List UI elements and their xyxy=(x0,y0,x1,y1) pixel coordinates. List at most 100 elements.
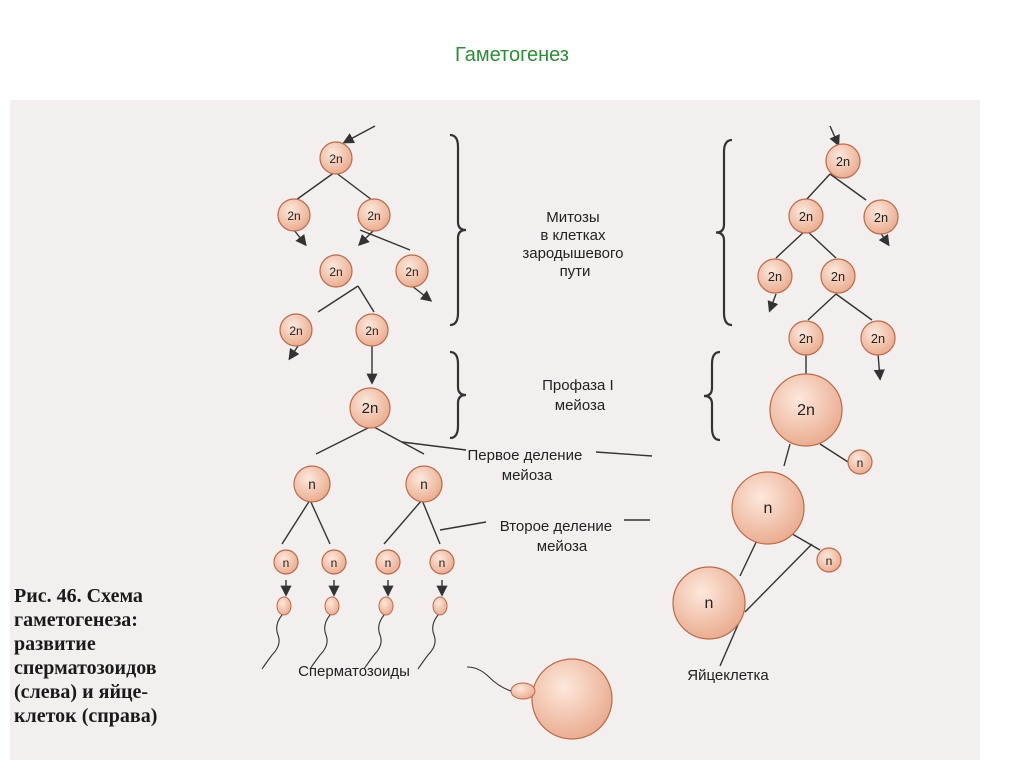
connector-line xyxy=(439,521,487,531)
spermatozoon-head xyxy=(510,682,536,700)
connector-line xyxy=(401,441,467,451)
cell-2n-prophase-body xyxy=(349,387,391,429)
connector-line xyxy=(805,229,837,259)
arrow xyxy=(873,353,885,381)
cell-2n-label: 2n xyxy=(405,265,418,279)
cell-2n: 2n xyxy=(820,258,856,294)
cell-2n-prophase: 2n xyxy=(349,387,391,429)
cell-2n-body xyxy=(355,313,389,347)
cell-2n-label: 2n xyxy=(874,210,888,225)
connector-line xyxy=(805,173,831,201)
arrow xyxy=(411,285,433,302)
cell-2n-primary-oocyte: 2n xyxy=(769,373,843,447)
slide-title: Гаметогенез xyxy=(455,44,569,66)
cell-n-spermatid-label: n xyxy=(283,556,290,570)
label-second-division: Второе деление мейоза xyxy=(500,518,617,555)
label-sperm: Сперматозоиды xyxy=(298,663,410,680)
label-prophase: Профаза I мейоза xyxy=(542,377,618,414)
bracket-mitosis-right xyxy=(715,138,733,327)
label-egg: Яйцеклетка xyxy=(687,667,769,684)
cell-2n-label: 2n xyxy=(367,209,380,223)
cell-2n-body xyxy=(357,198,391,232)
arrow xyxy=(829,125,840,147)
arrow xyxy=(767,293,779,313)
connector-line xyxy=(829,173,867,201)
polar-body-label: n xyxy=(857,456,864,470)
bracket-prophase-left xyxy=(449,350,467,440)
connector-line xyxy=(775,229,807,259)
cell-2n-label: 2n xyxy=(836,154,850,169)
polar-body: n xyxy=(847,449,873,475)
cell-2n: 2n xyxy=(355,313,389,347)
cell-2n-body xyxy=(788,320,824,356)
cell-2n: 2n xyxy=(860,320,896,356)
cell-2n-label: 2n xyxy=(329,265,342,279)
cell-2n: 2n xyxy=(319,141,353,175)
cell-n-ootid-label: n xyxy=(705,595,714,612)
cell-2n-primary-oocyte-body xyxy=(769,373,843,447)
connector-line xyxy=(595,451,653,457)
cell-2n-body xyxy=(863,199,899,235)
cell-2n-body xyxy=(277,198,311,232)
connector-line xyxy=(421,499,441,545)
cell-n-label: n xyxy=(308,477,316,492)
cell-2n-body xyxy=(279,313,313,347)
cell-2n-label: 2n xyxy=(871,331,885,346)
cell-2n-label: 2n xyxy=(799,331,813,346)
cell-n-spermatid-body xyxy=(375,549,401,575)
cell-2n-body xyxy=(319,254,353,288)
connector-line xyxy=(359,229,411,251)
connector-line xyxy=(295,171,336,201)
cell-2n-body xyxy=(319,141,353,175)
polar-body: n xyxy=(816,547,842,573)
spermatozoon-tail xyxy=(309,614,331,670)
cell-2n-primary-oocyte-label: 2n xyxy=(797,402,815,419)
cell-n-label: n xyxy=(420,477,428,492)
spermatozoon-tail xyxy=(417,614,439,670)
spermatozoon-tail xyxy=(261,614,283,670)
cell-2n-label: 2n xyxy=(287,209,300,223)
spermatozoon-head xyxy=(276,596,292,616)
polar-body-label: n xyxy=(826,554,833,568)
spermatozoon-tail xyxy=(466,666,512,692)
arrow xyxy=(288,345,300,361)
polar-body-body xyxy=(847,449,873,475)
connector-line xyxy=(383,499,423,545)
cell-n-spermatid-body xyxy=(321,549,347,575)
connector-line xyxy=(819,443,849,463)
connector-line xyxy=(315,425,373,455)
cell-n-spermatid-body xyxy=(273,549,299,575)
cell-n: n xyxy=(405,465,443,503)
cell-2n-prophase-label: 2n xyxy=(362,400,379,417)
bracket-prophase-right xyxy=(703,350,721,442)
cell-2n-label: 2n xyxy=(329,152,342,166)
cell-n-ootid: n xyxy=(672,566,746,640)
spermatozoon-head xyxy=(378,596,394,616)
cell-2n: 2n xyxy=(863,199,899,235)
cell-n-spermatid: n xyxy=(429,549,455,575)
figure-caption: Рис. 46. Схема гаметогенеза: развитие сп… xyxy=(14,585,162,727)
connector-line xyxy=(357,285,375,313)
cell-n: n xyxy=(293,465,331,503)
spermatozoon xyxy=(417,596,448,670)
connector-line xyxy=(334,171,373,201)
arrow xyxy=(342,125,376,144)
cell-2n: 2n xyxy=(319,254,353,288)
connector-line xyxy=(317,285,359,313)
cell-n-spermatid-label: n xyxy=(385,556,392,570)
spermatozoon xyxy=(363,596,394,670)
cell-2n-label: 2n xyxy=(289,324,302,338)
arrow xyxy=(358,229,375,246)
connector-line xyxy=(281,499,311,545)
spermatozoon-head xyxy=(432,596,448,616)
arrow xyxy=(293,229,307,247)
bracket-mitosis-left xyxy=(449,133,467,327)
spermatozoon xyxy=(261,596,292,670)
cell-n-body xyxy=(293,465,331,503)
stage-brackets xyxy=(449,133,733,442)
spermatozoon xyxy=(309,596,340,670)
cell-n-spermatid-body xyxy=(429,549,455,575)
cell-2n: 2n xyxy=(395,254,429,288)
cell-n-spermatid-label: n xyxy=(439,556,446,570)
